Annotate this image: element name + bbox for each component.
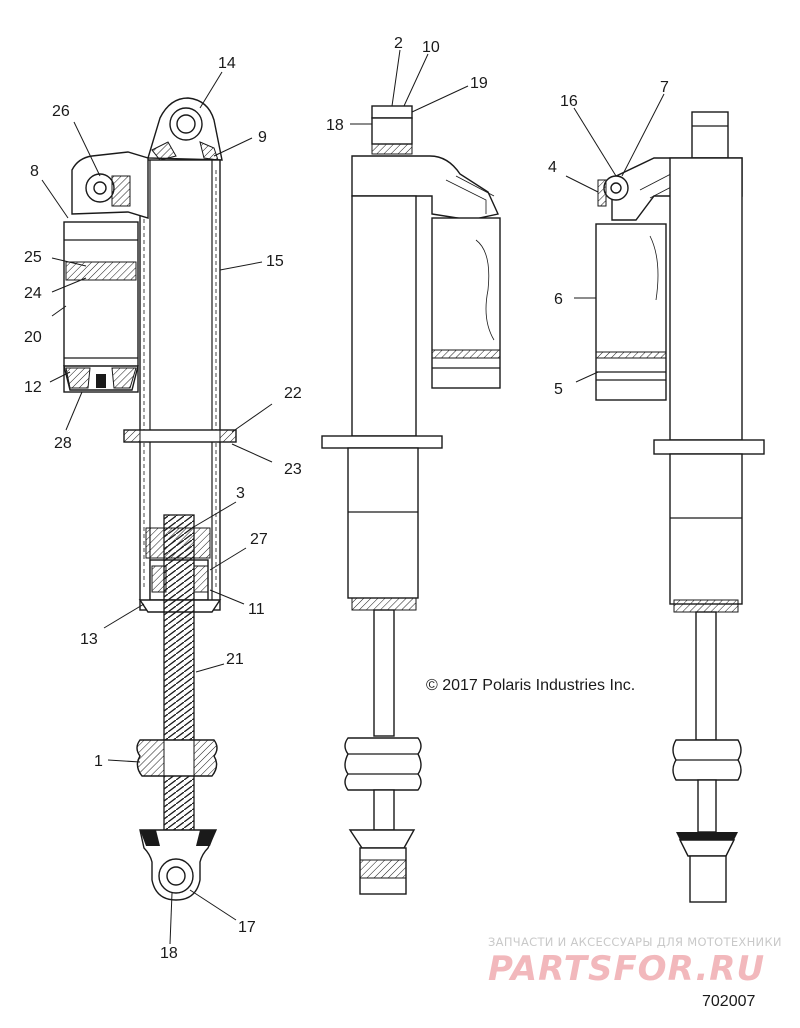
callout-4: 4 bbox=[548, 159, 557, 176]
callout-6: 6 bbox=[554, 291, 563, 308]
middle-shock bbox=[321, 105, 501, 895]
top-cap bbox=[371, 105, 413, 155]
callout-18-bottom: 18 bbox=[160, 945, 178, 962]
callout-24: 24 bbox=[24, 285, 42, 302]
bottom-eyelet bbox=[139, 829, 218, 901]
callout-20: 20 bbox=[24, 329, 42, 346]
copyright-text: © 2017 Polaris Industries Inc. bbox=[426, 677, 635, 694]
callout-28: 28 bbox=[54, 435, 72, 452]
right-shock bbox=[595, 111, 765, 903]
watermark-subtitle: ЗАПЧАСТИ И АКСЕССУАРЫ ДЛЯ МОТОТЕХНИКИ bbox=[488, 935, 782, 949]
callout-17: 17 bbox=[238, 919, 256, 936]
callout-9: 9 bbox=[258, 129, 267, 146]
watermark-logo: PARTSFOR.RU bbox=[488, 949, 765, 989]
callout-1: 1 bbox=[94, 753, 103, 770]
callout-22: 22 bbox=[284, 385, 302, 402]
shaft bbox=[163, 514, 195, 836]
callout-26: 26 bbox=[52, 103, 70, 120]
callout-10: 10 bbox=[422, 39, 440, 56]
reservoir bbox=[63, 151, 149, 393]
bumper bbox=[136, 739, 218, 777]
callout-14: 14 bbox=[218, 55, 236, 72]
callout-19: 19 bbox=[470, 75, 488, 92]
callout-8: 8 bbox=[30, 163, 39, 180]
callout-5: 5 bbox=[554, 381, 563, 398]
diagram-id: 702007 bbox=[702, 993, 755, 1010]
callout-11: 11 bbox=[248, 601, 265, 618]
callout-21: 21 bbox=[226, 651, 244, 668]
callout-16: 16 bbox=[560, 93, 578, 110]
top-eyelet bbox=[147, 97, 223, 161]
callout-7: 7 bbox=[660, 79, 669, 96]
callout-2: 2 bbox=[394, 35, 403, 52]
callout-25: 25 bbox=[24, 249, 42, 266]
callout-15: 15 bbox=[266, 253, 284, 270]
cutaway-shock bbox=[63, 97, 237, 901]
callout-23: 23 bbox=[284, 461, 302, 478]
leader-lines bbox=[41, 49, 665, 945]
callout-18-top: 18 bbox=[326, 117, 344, 134]
callout-labels: 14 26 9 8 15 25 24 20 12 28 22 23 3 27 1… bbox=[24, 35, 669, 962]
watermark: ЗАПЧАСТИ И АКСЕССУАРЫ ДЛЯ МОТОТЕХНИКИ PA… bbox=[488, 935, 782, 989]
callout-13: 13 bbox=[80, 631, 98, 648]
callout-3: 3 bbox=[236, 485, 245, 502]
callout-12: 12 bbox=[24, 379, 42, 396]
callout-27: 27 bbox=[250, 531, 268, 548]
